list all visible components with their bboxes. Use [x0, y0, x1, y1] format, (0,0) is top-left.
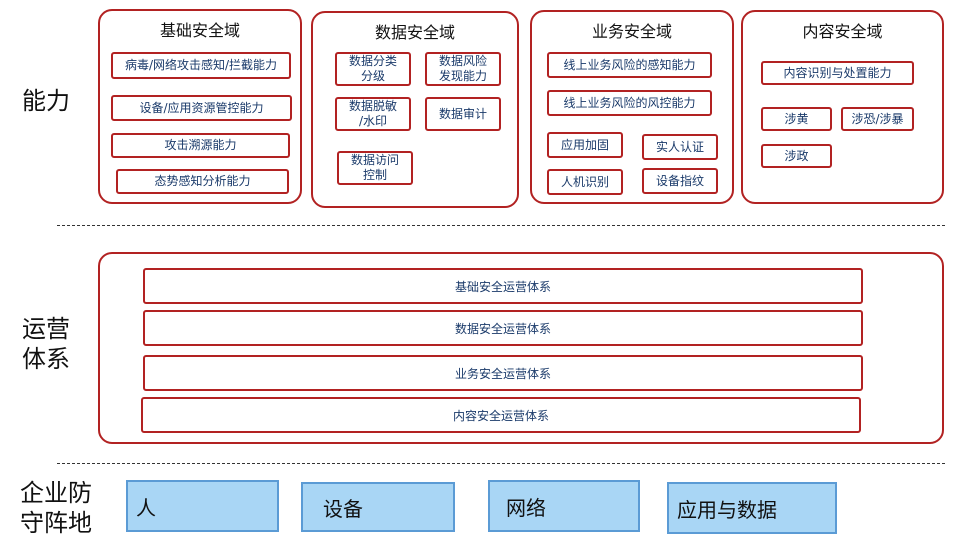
- panel-title: 基础安全域: [159, 21, 240, 40]
- separator-line: [57, 463, 945, 464]
- capability-chip: 涉黄: [761, 107, 832, 131]
- capability-chip: 线上业务风险的风控能力: [547, 90, 712, 116]
- panel-title: 数据安全域: [374, 23, 455, 42]
- capability-chip: 内容识别与处置能力: [761, 61, 914, 85]
- capability-chip: 数据分类 分级: [335, 52, 411, 86]
- capability-chip: 设备指纹: [642, 168, 718, 194]
- capability-chip: 线上业务风险的感知能力: [547, 52, 712, 78]
- foundation-box-devices: 设备: [301, 482, 455, 532]
- capability-chip: 数据风险 发现能力: [425, 52, 501, 86]
- capability-chip: 数据审计: [425, 97, 501, 131]
- capability-chip: 涉恐/涉暴: [841, 107, 914, 131]
- capability-chip: 涉政: [761, 144, 832, 168]
- operations-bar: 内容安全运营体系: [141, 397, 861, 433]
- capability-chip: 人机识别: [547, 169, 623, 195]
- panel-title: 业务安全域: [591, 22, 672, 41]
- foundation-box-network: 网络: [488, 480, 640, 532]
- operations-bar: 数据安全运营体系: [143, 310, 863, 346]
- operations-bar: 业务安全运营体系: [143, 355, 863, 391]
- panel-title: 内容安全域: [802, 22, 883, 41]
- capability-chip: 数据脱敏 /水印: [335, 97, 411, 131]
- operations-bar: 基础安全运营体系: [143, 268, 863, 304]
- capability-chip: 态势感知分析能力: [116, 169, 289, 194]
- row-label-foundation: 企业防 守阵地: [20, 479, 92, 537]
- capability-chip: 实人认证: [642, 134, 718, 160]
- row-label-operations: 运营 体系: [22, 315, 70, 373]
- foundation-box-people: 人: [126, 480, 279, 532]
- row-label-capability: 能力: [22, 87, 70, 115]
- capability-chip: 应用加固: [547, 132, 623, 158]
- capability-chip: 数据访问 控制: [337, 151, 413, 185]
- capability-chip: 病毒/网络攻击感知/拦截能力: [111, 52, 291, 79]
- separator-line: [57, 225, 945, 226]
- foundation-box-apps-data: 应用与数据: [667, 482, 837, 534]
- capability-chip: 攻击溯源能力: [111, 133, 290, 158]
- capability-chip: 设备/应用资源管控能力: [111, 95, 292, 121]
